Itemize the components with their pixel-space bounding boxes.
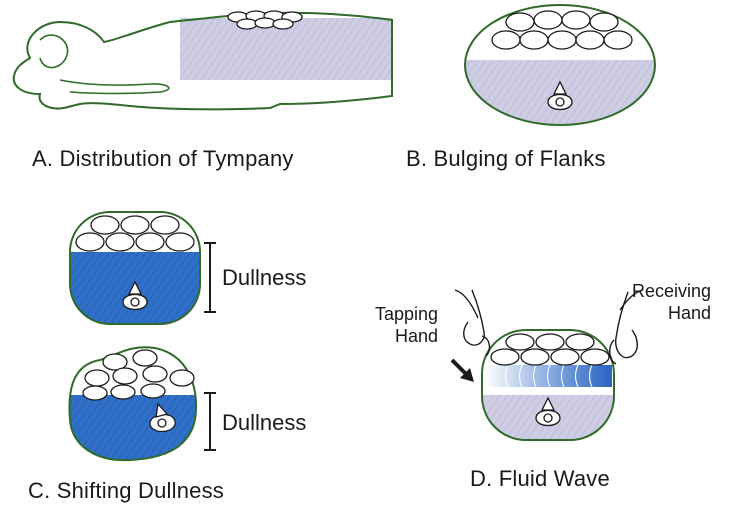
panel-c-upper-cross-section [70,212,216,332]
receiving-label-line1: Receiving [626,280,711,302]
tapping-label-line2: Hand [385,325,438,347]
panel-b-cross-section [460,5,660,140]
tapping-label-line1: Tapping [375,303,438,325]
dullness-bracket-top [204,243,216,312]
dullness-bracket-bottom [204,393,216,450]
bowel-loops [492,11,632,49]
receiving-hand-label: Receiving Hand [626,280,711,324]
tapping-hand-drawing [455,290,489,356]
tap-arrow-icon [452,360,474,382]
panel-c-lower-cross-section [60,347,216,475]
bowel-loops [228,11,302,29]
bowel-loops [491,334,609,365]
caption-c: C. Shifting Dullness [28,478,224,504]
panel-d-cross-section [452,290,642,445]
dullness-label-bottom: Dullness [222,410,306,436]
dullness-label-top: Dullness [222,265,306,291]
arm-outline [60,80,169,94]
tapping-hand-label: Tapping Hand [375,303,438,347]
caption-d: D. Fluid Wave [470,466,610,492]
panel-a-body-figure [14,11,392,109]
caption-a: A. Distribution of Tympany [32,146,294,172]
face-profile [40,35,68,68]
receiving-label-line2: Hand [668,302,711,324]
bowel-loops [76,216,194,251]
caption-b: B. Bulging of Flanks [406,146,606,172]
